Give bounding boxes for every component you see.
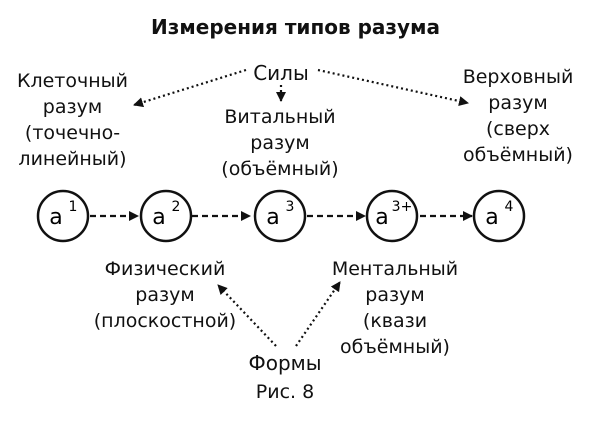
node-a3: а 3 bbox=[253, 189, 307, 243]
formy-to-mental-arrow bbox=[295, 281, 341, 347]
sily-label: Силы bbox=[253, 61, 309, 85]
diagram-title: Измерения типов разума bbox=[151, 15, 440, 39]
formy-to-physical-arrow bbox=[217, 284, 277, 347]
svg-text:а: а bbox=[49, 205, 62, 230]
svg-text:а: а bbox=[266, 205, 279, 230]
node-a1: а 1 bbox=[36, 189, 90, 243]
vital-mind-label: Витальный разум (объёмный) bbox=[221, 106, 339, 180]
svg-text:а: а bbox=[152, 205, 165, 230]
svg-text:1: 1 bbox=[69, 199, 78, 215]
node-a4: а 4 bbox=[472, 189, 526, 243]
sily-to-cell-arrow bbox=[133, 68, 247, 108]
svg-text:2: 2 bbox=[172, 199, 181, 215]
node-a3plus: а 3+ bbox=[365, 189, 419, 243]
physical-mind-label: Физический разум (плоскостной) bbox=[93, 258, 237, 332]
sily-to-supreme-arrow bbox=[317, 68, 469, 106]
mental-mind-label: Ментальный разум (квази объёмный) bbox=[331, 258, 459, 358]
svg-text:а: а bbox=[375, 205, 388, 230]
svg-text:3: 3 bbox=[286, 199, 295, 215]
supreme-mind-label: Верховный разум (сверх объёмный) bbox=[462, 66, 574, 166]
node-a2: а 2 bbox=[139, 189, 193, 243]
svg-text:3+: 3+ bbox=[392, 199, 413, 215]
formy-label: Формы bbox=[248, 351, 322, 375]
svg-text:4: 4 bbox=[505, 199, 514, 215]
svg-text:а: а bbox=[485, 205, 498, 230]
cell-mind-label: Клеточный разум (точечно- линейный) bbox=[16, 70, 128, 170]
figure-caption: Рис. 8 bbox=[255, 381, 315, 403]
